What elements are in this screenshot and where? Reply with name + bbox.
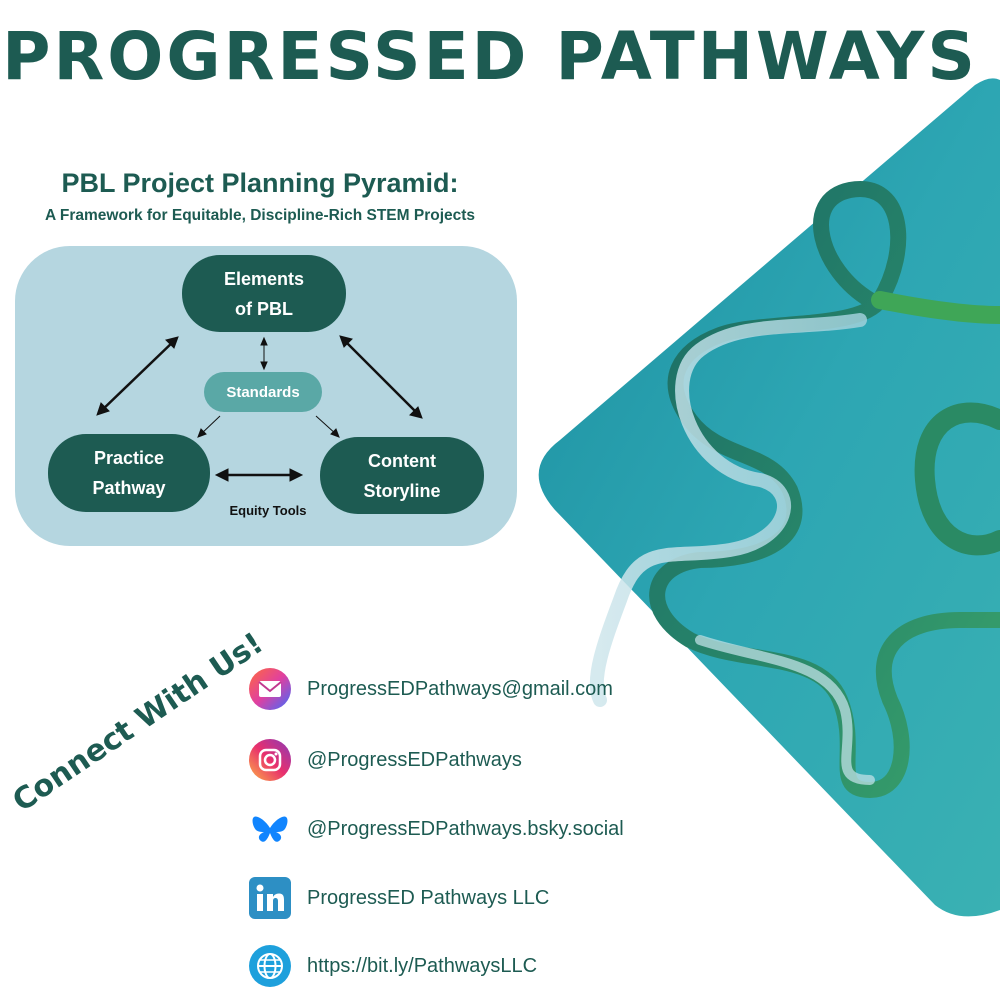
node-elements-label: Elements of PBL xyxy=(223,268,305,319)
diagram-subtitle: A Framework for Equitable, Discipline-Ri… xyxy=(44,207,476,224)
node-standards-label: Standards xyxy=(226,383,300,401)
puzzle-ribbon-green xyxy=(871,291,1000,324)
contact-bluesky[interactable]: @ProgressEDPathways.bsky.social xyxy=(248,806,624,852)
email-icon xyxy=(248,667,292,711)
contact-bluesky-text[interactable]: @ProgressEDPathways.bsky.social xyxy=(307,817,624,840)
node-content-storyline: Content Storyline xyxy=(320,437,484,514)
globe-icon xyxy=(248,944,292,988)
bluesky-icon xyxy=(248,807,292,851)
node-content-label: Content Storyline xyxy=(363,450,441,501)
contact-email[interactable]: ProgressEDPathways@gmail.com xyxy=(248,666,613,712)
instagram-icon xyxy=(248,738,292,782)
page-title: PROGRESSED PATHWAYS xyxy=(2,18,978,95)
puzzle-ribbon-dark xyxy=(649,181,1000,799)
puzzle-ribbon-light-lower xyxy=(695,635,875,785)
diagram-title: PBL Project Planning Pyramid: xyxy=(61,168,459,198)
contact-linkedin[interactable]: ProgressED Pathways LLC xyxy=(248,875,549,921)
puzzle-ribbon-light xyxy=(589,313,867,707)
node-practice-label: Practice Pathway xyxy=(92,448,166,498)
contact-website-text[interactable]: https://bit.ly/PathwaysLLC xyxy=(307,954,538,977)
contact-instagram-text[interactable]: @ProgressEDPathways xyxy=(307,748,522,771)
node-standards: Standards xyxy=(204,372,322,412)
equity-tools-label: Equity Tools xyxy=(229,503,307,518)
linkedin-icon xyxy=(248,876,292,920)
puzzle-ribbon-knob xyxy=(914,402,1000,556)
node-elements-of-pbl: Elements of PBL xyxy=(182,255,346,332)
node-practice-pathway: Practice Pathway xyxy=(48,434,210,512)
contact-instagram[interactable]: @ProgressEDPathways xyxy=(248,737,522,783)
contact-email-text[interactable]: ProgressEDPathways@gmail.com xyxy=(307,677,613,700)
contact-website[interactable]: https://bit.ly/PathwaysLLC xyxy=(248,943,537,989)
contact-linkedin-text[interactable]: ProgressED Pathways LLC xyxy=(307,886,550,909)
